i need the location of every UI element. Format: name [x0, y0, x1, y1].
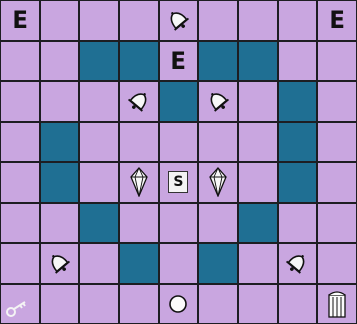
floor-tile — [40, 0, 80, 41]
floor-tile — [238, 122, 278, 163]
floor-tile — [317, 81, 357, 122]
floor-tile — [317, 243, 357, 284]
bell-icon — [126, 88, 152, 114]
wall-tile — [119, 41, 159, 82]
floor-tile — [119, 81, 159, 122]
floor-tile — [40, 41, 80, 82]
floor-tile — [317, 122, 357, 163]
wall-tile — [79, 41, 119, 82]
wall-tile — [198, 41, 238, 82]
floor-tile — [198, 122, 238, 163]
floor-tile — [79, 243, 119, 284]
floor-tile — [238, 243, 278, 284]
floor-tile — [0, 162, 40, 203]
floor-tile — [0, 203, 40, 244]
floor-tile — [119, 122, 159, 163]
wall-tile — [278, 122, 318, 163]
letter-e-icon: E — [171, 49, 187, 73]
floor-tile — [238, 162, 278, 203]
wall-tile — [278, 81, 318, 122]
floor-tile — [0, 122, 40, 163]
floor-tile — [278, 0, 318, 41]
wall-tile — [238, 41, 278, 82]
floor-tile: S — [159, 162, 199, 203]
diamond-gem-icon — [129, 167, 149, 197]
floor-tile: E — [159, 41, 199, 82]
start-s-icon: S — [168, 171, 188, 193]
floor-tile — [0, 284, 40, 324]
floor-tile — [119, 0, 159, 41]
key-icon — [5, 299, 31, 319]
floor-tile — [238, 81, 278, 122]
floor-tile — [79, 284, 119, 324]
floor-tile — [119, 162, 159, 203]
bell-icon — [165, 7, 191, 33]
floor-tile — [238, 284, 278, 324]
wall-tile — [119, 243, 159, 284]
wall-tile — [198, 243, 238, 284]
floor-tile — [159, 0, 199, 41]
floor-tile — [79, 122, 119, 163]
floor-tile — [119, 284, 159, 324]
floor-tile — [317, 203, 357, 244]
floor-tile — [317, 284, 357, 324]
floor-tile — [159, 284, 199, 324]
ball-icon — [167, 293, 189, 315]
floor-tile — [198, 203, 238, 244]
wall-tile — [159, 81, 199, 122]
floor-tile — [317, 162, 357, 203]
floor-tile — [317, 41, 357, 82]
floor-tile — [79, 81, 119, 122]
floor-tile — [40, 81, 80, 122]
floor-tile — [159, 243, 199, 284]
floor-tile — [159, 122, 199, 163]
floor-tile — [278, 203, 318, 244]
diamond-gem-icon — [208, 167, 228, 197]
floor-tile — [278, 243, 318, 284]
bell-icon — [205, 88, 231, 114]
wall-tile — [40, 162, 80, 203]
wall-tile — [79, 203, 119, 244]
floor-tile — [0, 243, 40, 284]
wall-tile — [238, 203, 278, 244]
floor-tile — [40, 203, 80, 244]
floor-tile — [198, 0, 238, 41]
floor-tile — [198, 81, 238, 122]
floor-tile: E — [317, 0, 357, 41]
wall-tile — [40, 122, 80, 163]
floor-tile — [198, 162, 238, 203]
letter-e-icon: E — [329, 8, 345, 32]
floor-tile — [79, 162, 119, 203]
floor-tile — [159, 203, 199, 244]
floor-tile — [238, 0, 278, 41]
floor-tile — [198, 284, 238, 324]
pillar-exit-icon — [326, 289, 348, 319]
floor-tile: E — [0, 0, 40, 41]
floor-tile — [278, 41, 318, 82]
wall-tile — [278, 162, 318, 203]
letter-e-icon: E — [12, 8, 28, 32]
floor-tile — [40, 243, 80, 284]
bell-icon — [46, 250, 72, 276]
floor-tile — [0, 81, 40, 122]
floor-tile — [40, 284, 80, 324]
floor-tile — [79, 0, 119, 41]
bell-icon — [284, 250, 310, 276]
floor-tile — [119, 203, 159, 244]
floor-tile — [0, 41, 40, 82]
floor-tile — [278, 284, 318, 324]
